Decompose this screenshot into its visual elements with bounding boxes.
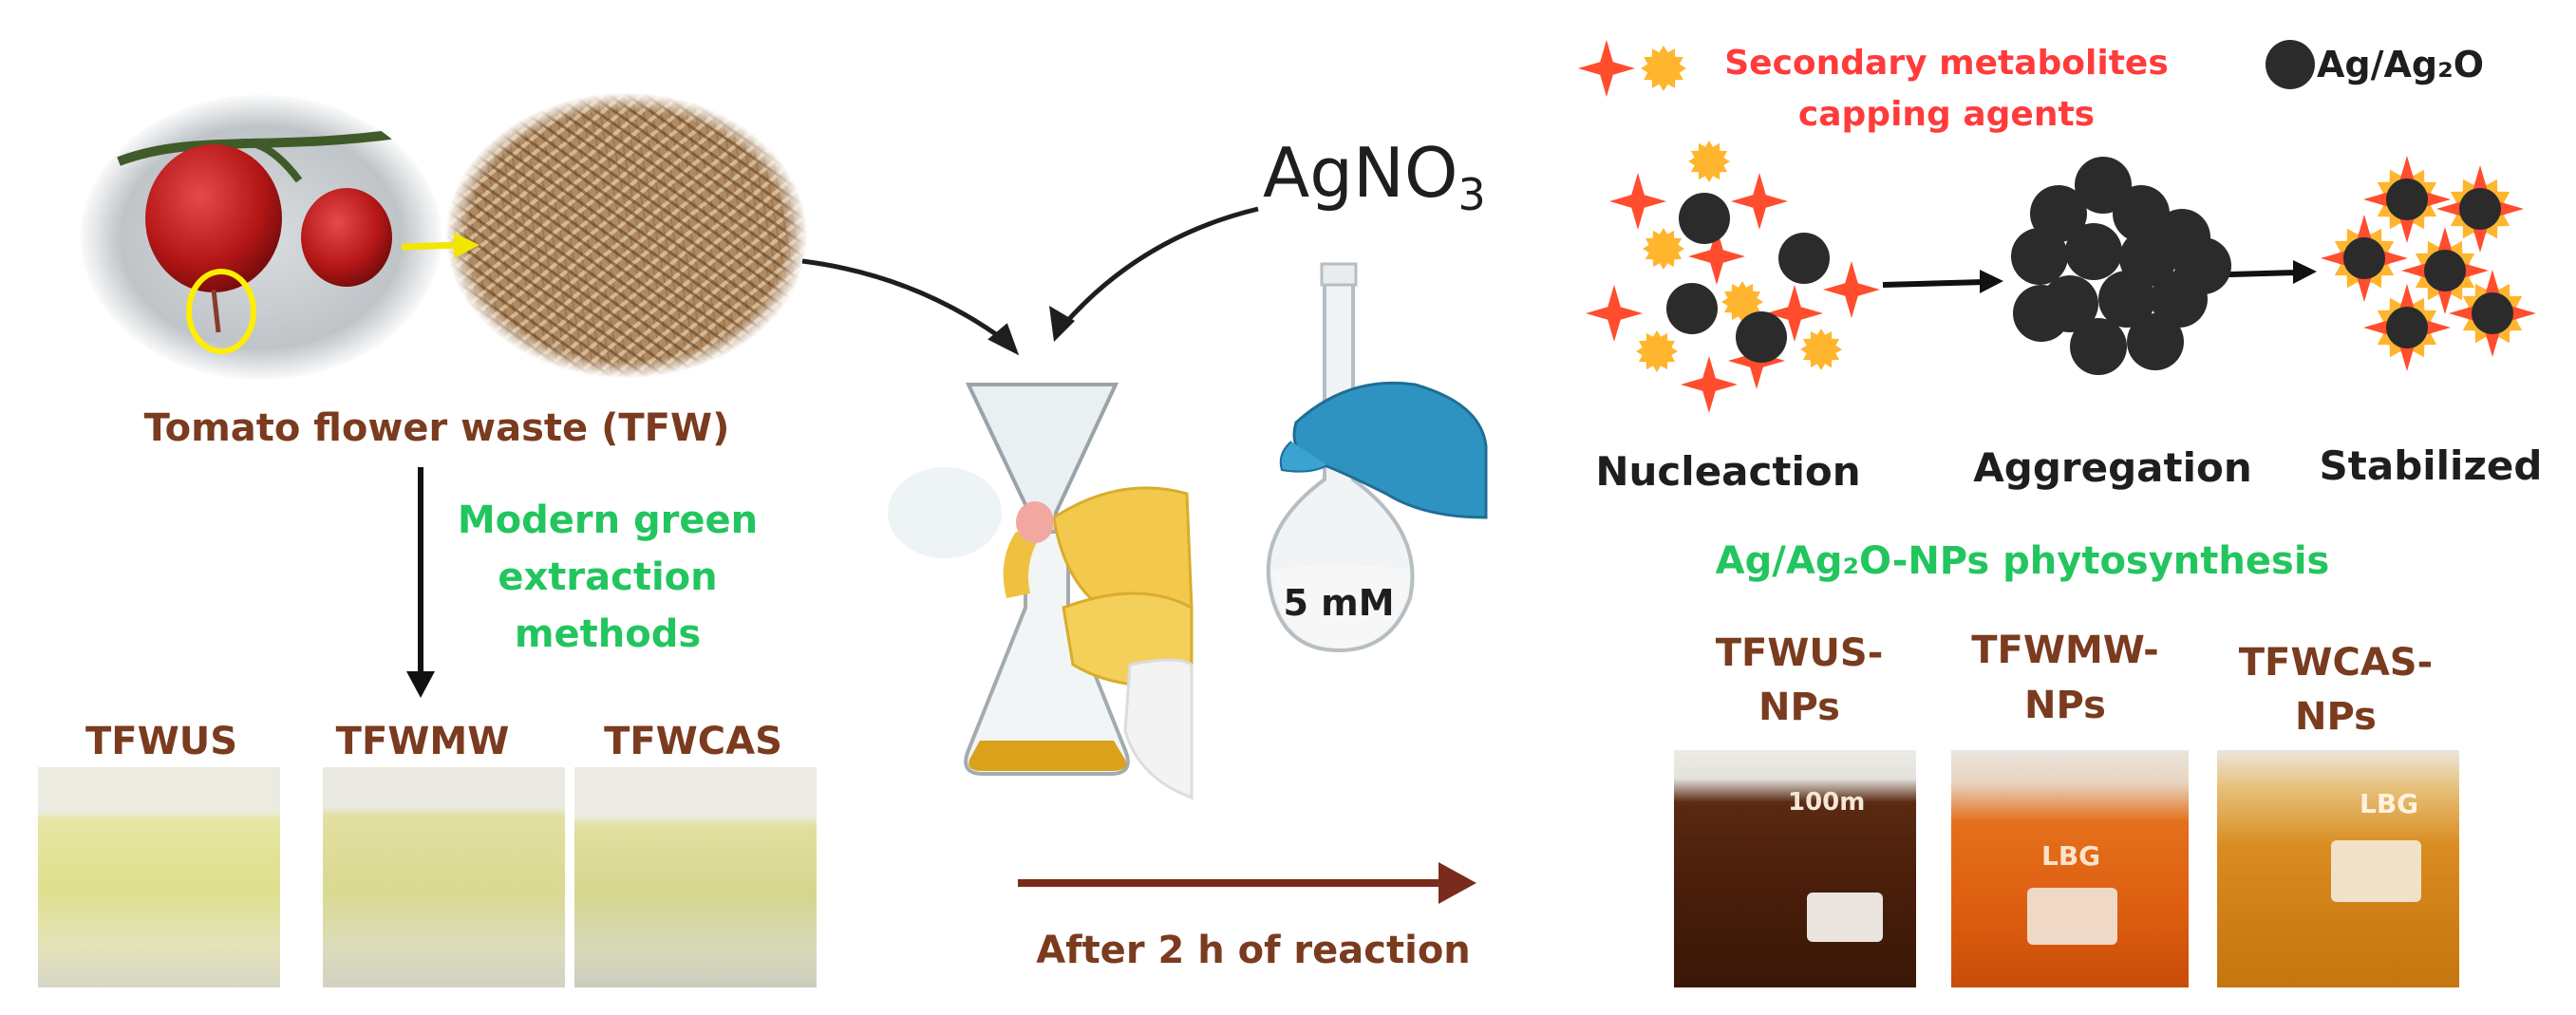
stabilized-particle-icon bbox=[2424, 250, 2466, 291]
nucleation-star-icon bbox=[1681, 356, 1738, 413]
nucleation-star-icon bbox=[1766, 285, 1823, 342]
method-line-2: extraction bbox=[498, 555, 718, 599]
aggregated-particle-icon bbox=[2065, 223, 2122, 280]
nucleation-particle-icon bbox=[1736, 311, 1787, 363]
stage-label-aggregation: Aggregation bbox=[1973, 444, 2252, 491]
legend-star-icon bbox=[1578, 40, 1635, 97]
legend-capping-line-2: capping agents bbox=[1797, 95, 2096, 134]
arrow-reagent-to-flask bbox=[1060, 206, 1259, 329]
extract-label-tfwus: TFWUS bbox=[85, 720, 238, 763]
nucleation-particle-icon bbox=[1679, 193, 1730, 244]
yellow-arrow bbox=[401, 241, 461, 251]
nucleation-star-icon bbox=[1609, 173, 1666, 230]
phytosynthesis-title: Ag/Ag₂O-NPs phytosynthesis bbox=[1715, 539, 2330, 583]
extract-photo-tfwus bbox=[38, 767, 280, 987]
stage-label-nucleaction: Nucleaction bbox=[1595, 448, 1861, 495]
legend-particle-icon bbox=[2266, 40, 2315, 89]
reaction-time-label: After 2 h of reaction bbox=[1036, 929, 1471, 972]
erlenmeyer-flask-icon bbox=[964, 530, 1130, 776]
stage-label-stabilized: Stabilized bbox=[2319, 442, 2543, 489]
aggregated-particle-icon bbox=[2174, 237, 2231, 294]
beaker-text-2: LBG bbox=[2041, 840, 2101, 872]
arrow-nucleation-to-aggregation bbox=[1882, 279, 1985, 288]
nucleation-sun-icon bbox=[1643, 228, 1684, 270]
arrowhead-1 bbox=[1980, 270, 2003, 293]
aggregated-particle-icon bbox=[2127, 313, 2184, 370]
extract-label-tfwcas: TFWCAS bbox=[604, 720, 782, 763]
background-blob bbox=[888, 467, 1002, 558]
nucleation-star-icon bbox=[1586, 285, 1643, 342]
reagent-formula-main: AgNO bbox=[1263, 133, 1458, 213]
np-photo-tfwus: 100m bbox=[1674, 750, 1916, 987]
tomato-plant-photo bbox=[81, 95, 442, 380]
flask-liquid bbox=[968, 741, 1126, 771]
aggregated-particle-icon bbox=[2098, 271, 2155, 328]
method-line-3: methods bbox=[514, 612, 702, 656]
np-label-tfwmw-2: NPs bbox=[2024, 684, 2106, 727]
np-label-tfwus-1: TFWUS- bbox=[1715, 631, 1884, 675]
reagent-formula: AgNO3 bbox=[1263, 133, 1486, 220]
stabilized-particle-icon bbox=[2386, 307, 2428, 348]
aggregated-particle-icon bbox=[2011, 228, 2068, 285]
stabilized-particle-icon bbox=[2472, 292, 2513, 334]
yellow-glove-finger bbox=[1003, 532, 1040, 598]
nucleation-sun-icon bbox=[1688, 141, 1730, 182]
beaker-label-patch-1 bbox=[1807, 893, 1883, 942]
extract-label-tfwmw: TFWMW bbox=[335, 720, 510, 763]
aggregated-particle-icon bbox=[2070, 318, 2127, 375]
beaker-label-patch-2 bbox=[2027, 888, 2117, 945]
stabilized-particle-icon bbox=[2343, 237, 2385, 279]
np-label-tfwmw-1: TFWMW- bbox=[1971, 629, 2159, 672]
np-photo-tfwmw: LBG bbox=[1951, 750, 2189, 987]
nucleation-sun-icon bbox=[1636, 330, 1678, 372]
legend-particle-label: Ag/Ag₂O bbox=[2317, 44, 2485, 85]
nucleation-sun-icon bbox=[1721, 281, 1763, 323]
nucleation-star-icon bbox=[1688, 228, 1745, 285]
nucleation-particle-icon bbox=[1666, 283, 1718, 334]
legend-sun-icon bbox=[1641, 46, 1686, 91]
lab-coat-sleeve bbox=[1123, 658, 1194, 800]
method-line-1: Modern green bbox=[457, 498, 759, 542]
nucleation-star-icon bbox=[1731, 173, 1788, 230]
beaker-text-1: 100m bbox=[1788, 788, 1866, 817]
aggregated-particle-icon bbox=[2013, 285, 2070, 342]
stabilized-particle-icon bbox=[2459, 188, 2501, 230]
extract-photo-tfwcas bbox=[574, 767, 817, 987]
reagent-formula-subscript: 3 bbox=[1457, 169, 1486, 220]
beaker-label-patch-3 bbox=[2331, 840, 2421, 902]
dried-flower-waste-photo bbox=[446, 93, 807, 378]
np-photo-tfwcas: LBG bbox=[2217, 750, 2459, 987]
arrowhead-2 bbox=[2293, 260, 2317, 284]
nucleation-star-icon bbox=[1823, 261, 1880, 318]
flask-concentration-label: 5 mM bbox=[1283, 582, 1395, 624]
extract-photo-tfwmw bbox=[323, 767, 565, 987]
np-label-tfwus-2: NPs bbox=[1758, 686, 1840, 729]
np-label-tfwcas-2: NPs bbox=[2295, 695, 2377, 739]
source-label: Tomato flower waste (TFW) bbox=[143, 406, 730, 450]
legend-capping-line-1: Secondary metabolites bbox=[1724, 44, 2169, 83]
nucleation-sun-icon bbox=[1800, 329, 1842, 370]
aggregated-particle-icon bbox=[2030, 185, 2087, 242]
stabilized-particle-icon bbox=[2386, 179, 2428, 220]
np-label-tfwcas-1: TFWCAS- bbox=[2238, 641, 2434, 685]
nucleation-particle-icon bbox=[1778, 233, 1830, 284]
beaker-text-3: LBG bbox=[2360, 788, 2419, 819]
arrow-extract-to-flask bbox=[801, 258, 1008, 345]
tomato-drawing bbox=[117, 128, 404, 354]
funnel-stopper bbox=[1016, 501, 1054, 543]
